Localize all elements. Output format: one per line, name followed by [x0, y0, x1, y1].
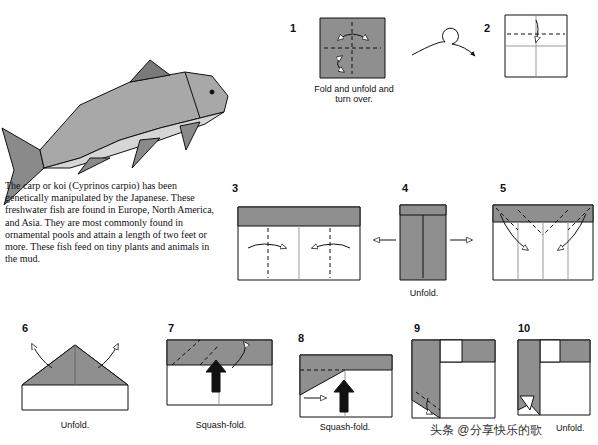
- step-number: 1: [290, 22, 296, 35]
- step-number: 10: [518, 322, 530, 335]
- step-number: 4: [402, 182, 408, 195]
- step-caption: Squash-fold.: [186, 420, 256, 430]
- step-number: 8: [298, 332, 304, 345]
- description-text: The carp or koi (Cyprinos carpio) has be…: [5, 180, 220, 265]
- step-number: 2: [484, 22, 490, 35]
- step-caption: Fold and unfold and turn over.: [312, 84, 396, 105]
- step-number: 3: [232, 182, 238, 195]
- step-number: 6: [22, 322, 28, 335]
- watermark: 头条 @分享快乐的歌: [428, 424, 544, 438]
- step-number: 9: [414, 322, 420, 335]
- step-caption: Unfold.: [40, 420, 110, 430]
- step-number: 5: [500, 182, 506, 195]
- step-caption: Unfold.: [556, 423, 585, 433]
- step-caption: Squash-fold.: [310, 422, 380, 432]
- step-number: 7: [168, 322, 174, 335]
- step-caption: Unfold.: [402, 288, 446, 298]
